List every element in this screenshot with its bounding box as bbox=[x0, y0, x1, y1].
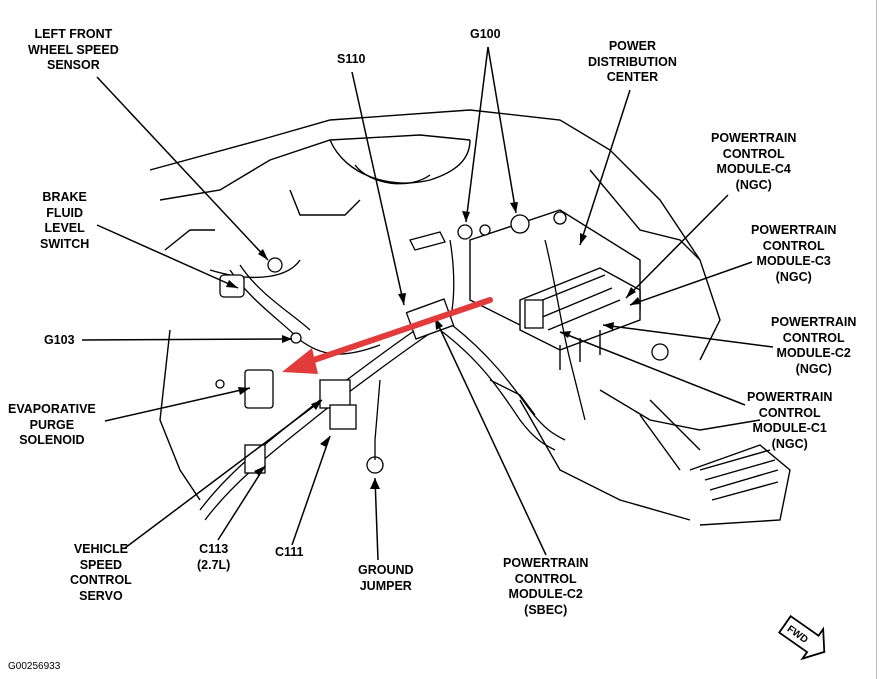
label-pcm-c2-sbec: POWERTRAIN CONTROL MODULE-C2 (SBEC) bbox=[503, 556, 589, 617]
fwd-arrow-icon: FWD bbox=[777, 614, 826, 661]
label-g103: G103 bbox=[44, 333, 75, 347]
leader-arrowheads bbox=[226, 202, 641, 489]
red-annotation-arrow bbox=[282, 297, 493, 374]
label-pcm-c2-ngc: POWERTRAIN CONTROL MODULE-C2 (NGC) bbox=[771, 315, 857, 376]
label-pcm-c4: POWERTRAIN CONTROL MODULE-C4 (NGC) bbox=[711, 131, 797, 192]
label-power-distribution-center: POWER DISTRIBUTION CENTER bbox=[588, 39, 677, 84]
label-c111: C111 bbox=[275, 545, 304, 559]
label-s110: S110 bbox=[337, 52, 366, 66]
right-border bbox=[876, 0, 877, 679]
wiring-harness bbox=[199, 239, 586, 521]
label-left-front-wheel-speed-sensor: LEFT FRONT WHEEL SPEED SENSOR bbox=[28, 27, 119, 72]
leader-lines bbox=[81, 46, 774, 561]
label-evaporative-purge-solenoid: EVAPORATIVE PURGE SOLENOID bbox=[8, 402, 96, 447]
label-pcm-c3: POWERTRAIN CONTROL MODULE-C3 (NGC) bbox=[751, 223, 837, 284]
label-g100: G100 bbox=[470, 27, 501, 41]
label-pcm-c1: POWERTRAIN CONTROL MODULE-C1 (NGC) bbox=[747, 390, 833, 451]
power-distribution-center-box bbox=[469, 209, 641, 370]
engine-bay-outline bbox=[149, 109, 791, 526]
label-c113: C113 (2.7L) bbox=[197, 542, 231, 572]
label-brake-fluid-level-switch: BRAKE FLUID LEVEL SWITCH bbox=[40, 190, 90, 251]
figure-code: G00256933 bbox=[8, 661, 61, 672]
label-vehicle-speed-control-servo: VEHICLE SPEED CONTROL SERVO bbox=[70, 542, 132, 603]
label-ground-jumper: GROUND JUMPER bbox=[358, 563, 414, 593]
